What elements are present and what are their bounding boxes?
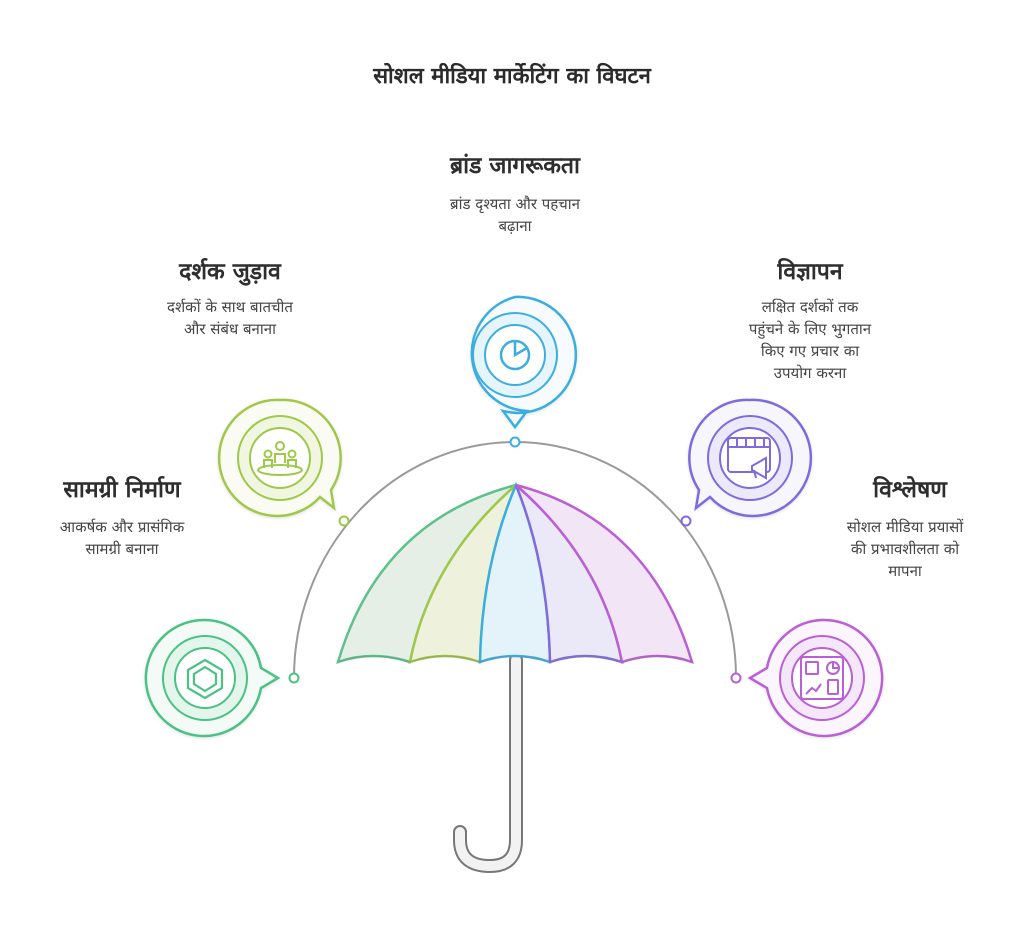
analytics-node	[747, 618, 884, 738]
pie-chart-icon	[499, 339, 531, 371]
brand-heading: ब्रांड जागरूकता	[450, 153, 580, 179]
ads-node	[688, 398, 813, 518]
content-heading: सामग्री निर्माण	[63, 477, 181, 503]
content-description: आकर्षक और प्रासंगिक सामग्री बनाना	[59, 518, 185, 558]
page-title: सोशल मीडिया मार्केटिंग का विघटन	[373, 64, 651, 89]
analytics-heading: विश्लेषण	[873, 477, 947, 503]
ads-description: लक्षित दर्शकों तक पहुंचने के लिए भुगतान …	[748, 298, 872, 382]
connector-dot-brand	[509, 436, 521, 448]
analytics-dashboard-icon	[800, 656, 844, 700]
connector-dot-analytics	[730, 672, 742, 684]
audience-heading: दर्शक जुड़ाव	[179, 259, 281, 285]
connector-dot-audience	[338, 515, 350, 527]
ads-heading: विज्ञापन	[777, 259, 843, 285]
umbrella-canopy	[336, 481, 694, 664]
audience-description: दर्शकों के साथ बातचीत और संबंध बनाना	[167, 298, 293, 338]
connector-dot-ads	[680, 515, 692, 527]
analytics-description: सोशल मीडिया प्रयासों की प्रभावशीलता को म…	[846, 518, 964, 580]
canopy-panel-5	[515, 483, 694, 664]
video-megaphone-icon	[727, 437, 771, 480]
umbrella-handle	[453, 653, 523, 874]
cube-icon	[186, 658, 224, 700]
content-node	[144, 618, 281, 738]
connector-dot-content	[288, 672, 300, 684]
brand-description: ब्रांड दृश्यता और पहचान बढ़ाना	[450, 195, 580, 235]
brand-node	[470, 295, 578, 430]
audience-node	[217, 398, 342, 518]
people-group-icon	[257, 441, 303, 476]
